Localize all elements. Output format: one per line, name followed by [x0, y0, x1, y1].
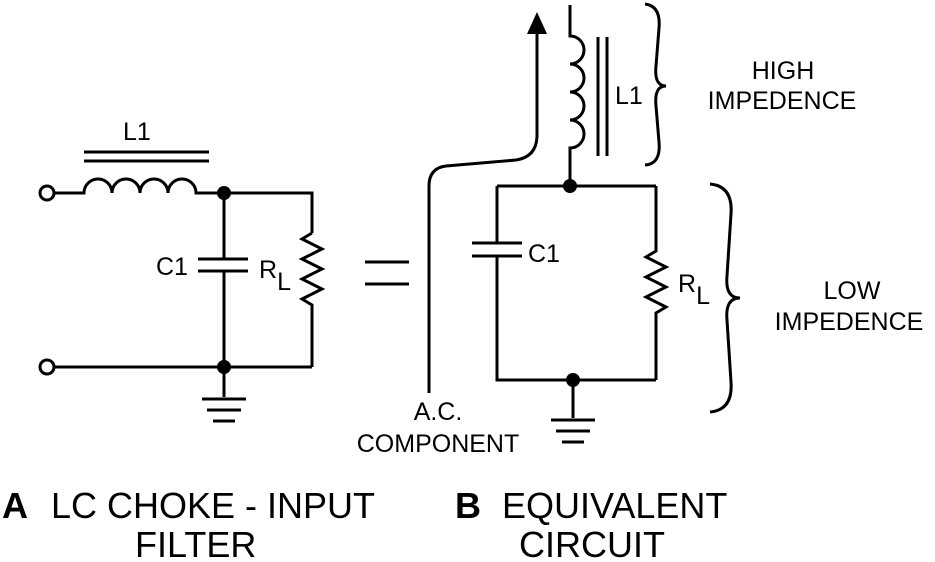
inductor-l1-coil [568, 5, 586, 186]
capacitor-c1-label: C1 [528, 240, 560, 268]
resistor-rl-zigzag [642, 186, 670, 380]
low-impedence-brace [709, 182, 741, 414]
resistor-rl-label-sub: L [277, 268, 291, 296]
ac-component-path [427, 30, 539, 393]
high-impedence-label-line2: IMPEDENCE [708, 87, 857, 115]
caption-a-line2: FILTER [135, 524, 256, 562]
inductor-l1-label: L1 [123, 118, 151, 146]
caption-a-letter: A [2, 485, 28, 526]
left-branch-lower-wire [495, 256, 656, 382]
ac-component-label-line2: COMPONENT [357, 430, 520, 458]
lc-choke-input-filter: L1 C1 RL [38, 118, 326, 423]
resistor-rl-label-main: R [678, 270, 696, 298]
caption-b-line2: CIRCUIT [519, 524, 665, 562]
equals-sign [365, 260, 409, 286]
resistor-rl-zigzag [298, 231, 326, 367]
inductor-l1-label: L1 [615, 82, 643, 110]
high-impedence-label-line1: HIGH [752, 57, 815, 85]
top-rail-wire [208, 191, 314, 233]
input-terminal-bottom [38, 358, 56, 376]
low-impedence-label-line1: LOW [824, 277, 881, 305]
resistor-rl-label: RL [259, 256, 291, 296]
ac-component-label-line1: A.C. [414, 398, 463, 426]
junction-dot [217, 186, 231, 200]
resistor-rl-label-main: R [259, 256, 277, 284]
resistor-rl-label: RL [678, 270, 710, 310]
caption-b: B EQUIVALENT CIRCUIT [455, 485, 727, 562]
input-terminal-top [38, 184, 56, 202]
resistor-rl-label-sub: L [696, 282, 710, 310]
high-impedence-brace [644, 2, 667, 167]
junction-dot [563, 179, 577, 193]
equivalent-circuit: L1 C1 RL HIGH IMPEDENCE LOW IMPEDENCE A.… [357, 2, 924, 458]
ac-component-arrowhead [527, 12, 547, 34]
caption-b-letter: B [455, 485, 481, 526]
caption-b-line1: EQUIVALENT [502, 485, 727, 526]
caption-a: A LC CHOKE - INPUT FILTER [2, 485, 375, 562]
caption-a-line1: LC CHOKE - INPUT [51, 485, 375, 526]
low-impedence-label-line2: IMPEDENCE [775, 308, 924, 336]
capacitor-c1-label: C1 [156, 253, 188, 281]
inductor-l1-coil [54, 177, 208, 195]
